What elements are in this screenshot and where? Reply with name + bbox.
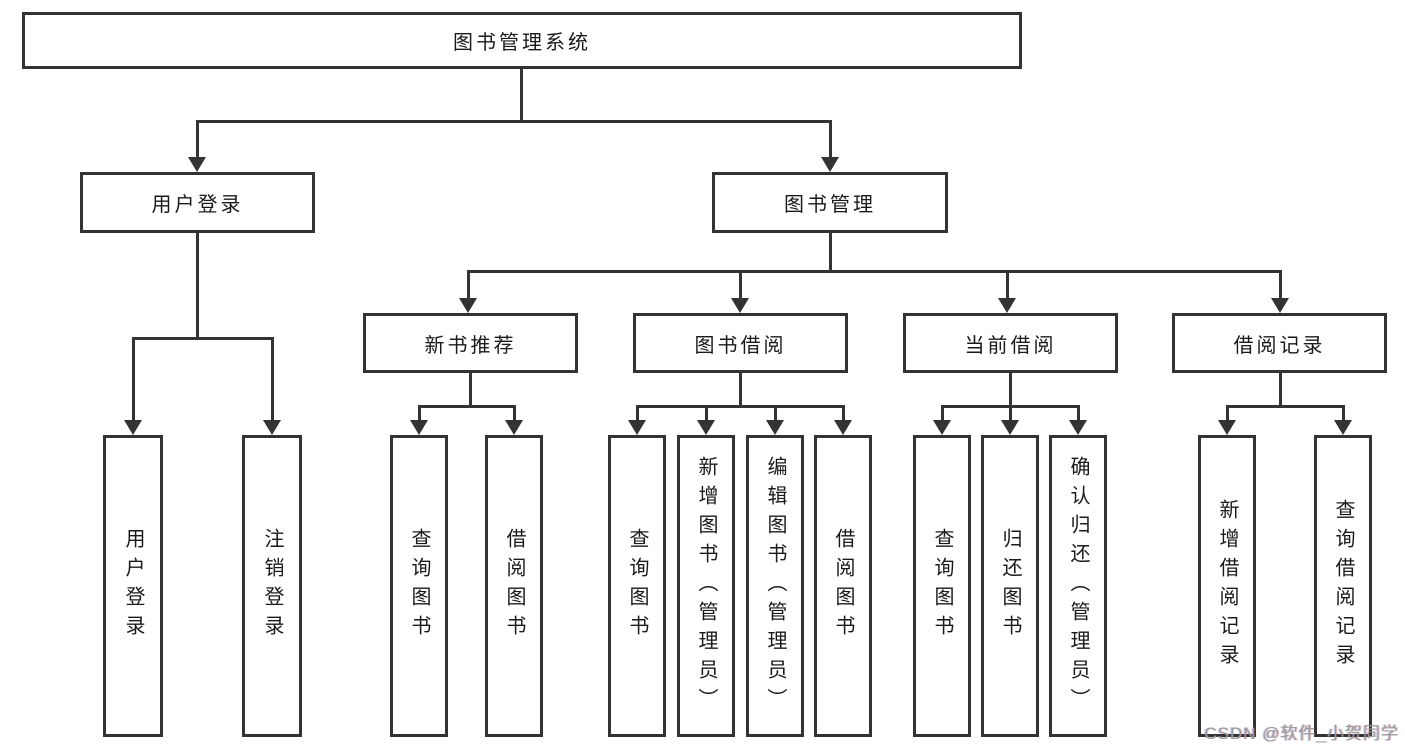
connector-line — [1279, 373, 1282, 408]
node-user-login-group: 用户登录 — [80, 172, 315, 233]
arrowhead-down-icon — [731, 298, 749, 313]
connector-line — [829, 120, 832, 160]
arrowhead-down-icon — [1001, 420, 1019, 435]
connector-line — [1226, 405, 1344, 408]
connector-line — [1279, 270, 1282, 302]
node-new-book-recommend: 新书推荐 — [363, 313, 578, 373]
arrowhead-down-icon — [188, 157, 206, 172]
connector-line — [132, 337, 274, 340]
node-leaf-logout: 注销登录 — [242, 435, 302, 737]
connector-line — [469, 373, 472, 408]
arrowhead-down-icon — [1069, 420, 1087, 435]
node-leaf-query-borrow-record: 查询借阅记录 — [1314, 435, 1372, 737]
node-leaf-add-book-admin: 新增图书（管理员） — [677, 435, 735, 737]
connector-line — [418, 405, 421, 422]
connector-line — [196, 120, 832, 123]
connector-line — [513, 405, 516, 422]
connector-line — [739, 270, 742, 302]
node-leaf-query-books-recommend: 查询图书 — [390, 435, 448, 737]
arrowhead-down-icon — [505, 420, 523, 435]
arrowhead-down-icon — [459, 298, 477, 313]
connector-line — [520, 68, 523, 121]
arrowhead-down-icon — [1271, 298, 1289, 313]
connector-line — [636, 405, 845, 408]
connector-line — [739, 373, 742, 408]
node-leaf-borrow-books-recommend: 借阅图书 — [485, 435, 543, 737]
csdn-watermark: CSDN @软件_小贺同学 — [1204, 724, 1399, 743]
node-leaf-query-books-borrow: 查询图书 — [608, 435, 666, 737]
connector-line — [842, 405, 845, 422]
arrowhead-down-icon — [410, 420, 428, 435]
connector-line — [196, 120, 199, 160]
node-current-borrow: 当前借阅 — [903, 313, 1118, 373]
node-root: 图书管理系统 — [22, 12, 1022, 69]
connector-line — [132, 337, 135, 422]
connector-line — [196, 233, 199, 337]
connector-line — [1009, 373, 1012, 408]
arrowhead-down-icon — [998, 298, 1016, 313]
arrowhead-down-icon — [697, 420, 715, 435]
arrowhead-down-icon — [834, 420, 852, 435]
node-book-borrow: 图书借阅 — [633, 313, 848, 373]
arrowhead-down-icon — [1334, 420, 1352, 435]
connector-line — [467, 270, 1282, 273]
connector-line — [1342, 405, 1345, 422]
node-leaf-borrow-books-borrow: 借阅图书 — [814, 435, 872, 737]
arrowhead-down-icon — [821, 157, 839, 172]
connector-line — [636, 405, 639, 422]
node-book-management: 图书管理 — [712, 172, 948, 233]
arrowhead-down-icon — [124, 420, 142, 435]
node-leaf-return-books: 归还图书 — [981, 435, 1039, 737]
node-borrow-record: 借阅记录 — [1172, 313, 1387, 373]
connector-line — [829, 233, 832, 273]
node-leaf-edit-book-admin: 编辑图书（管理员） — [746, 435, 804, 737]
connector-line — [1009, 405, 1012, 422]
node-leaf-query-books-current: 查询图书 — [913, 435, 971, 737]
node-leaf-confirm-return-admin: 确认归还（管理员） — [1049, 435, 1107, 737]
arrowhead-down-icon — [933, 420, 951, 435]
connector-line — [1006, 270, 1009, 302]
arrowhead-down-icon — [628, 420, 646, 435]
node-leaf-add-borrow-record: 新增借阅记录 — [1198, 435, 1256, 737]
node-leaf-user-login: 用户登录 — [103, 435, 163, 737]
arrowhead-down-icon — [1218, 420, 1236, 435]
connector-line — [1226, 405, 1229, 422]
connector-line — [774, 405, 777, 422]
connector-line — [271, 337, 274, 422]
connector-line — [1077, 405, 1080, 422]
connector-line — [941, 405, 944, 422]
connector-line — [467, 270, 470, 302]
connector-line — [705, 405, 708, 422]
connector-line — [418, 405, 516, 408]
arrowhead-down-icon — [766, 420, 784, 435]
arrowhead-down-icon — [263, 420, 281, 435]
